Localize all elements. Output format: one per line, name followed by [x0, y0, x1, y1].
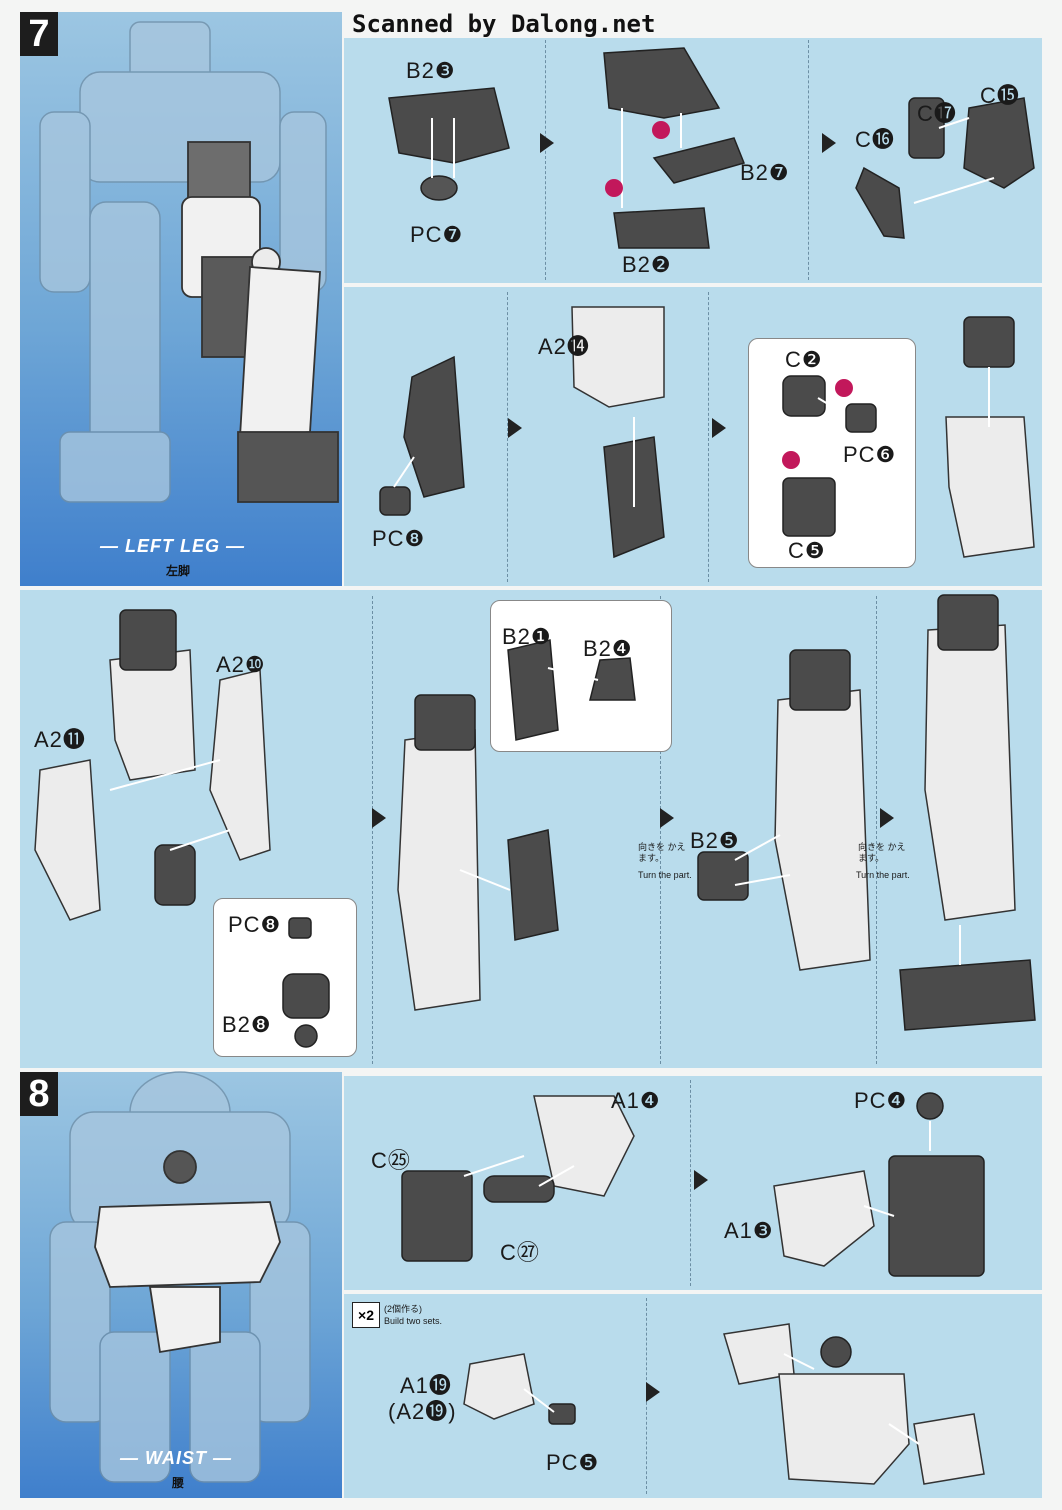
- build-note-en: Build two sets.: [384, 1316, 443, 1326]
- turn-note-jp-2: 向きを かえます。: [858, 842, 906, 863]
- step8-number: 8: [20, 1072, 58, 1116]
- label-c-17: C⓱: [917, 101, 957, 126]
- step7-leg-illustration: [39, 21, 339, 503]
- label-c-25: C㉕: [371, 1148, 411, 1173]
- label-pc-4: PC❹: [854, 1088, 908, 1113]
- label-c-5: C❺: [788, 538, 826, 563]
- label-c-27: C㉗: [500, 1240, 540, 1265]
- step-arrow: [508, 418, 522, 438]
- step8-row2-parts: [463, 1323, 985, 1485]
- step7-row2-callout-parts: [782, 375, 877, 537]
- label-c-2: C❷: [785, 347, 823, 372]
- label-b2-2: B2❷: [622, 252, 672, 277]
- label-pc-8-callout: PC❽: [228, 912, 282, 937]
- step7-row3-callout-mid-parts: [507, 639, 636, 741]
- step-arrow: [712, 418, 726, 438]
- step-arrow: [694, 1170, 708, 1190]
- label-c-16: C⓰: [855, 127, 895, 152]
- label-a2-14: A2⓮: [538, 334, 590, 359]
- step-arrow: [646, 1382, 660, 1402]
- label-b2-3: B2❸: [406, 58, 456, 83]
- step7-row1-parts: [388, 47, 1035, 249]
- label-b2-4: B2❹: [583, 636, 633, 661]
- step-arrow: [880, 808, 894, 828]
- step7-number: 7: [20, 12, 58, 56]
- step-arrow: [540, 133, 554, 153]
- build-note-jp: (2個作る): [384, 1304, 422, 1314]
- multiplier-badge: ×2: [352, 1302, 380, 1328]
- label-a2-11: A2⓫: [34, 727, 86, 752]
- step8-title-text: WAIST: [145, 1448, 208, 1468]
- step8-section-title-jp: 腰: [172, 1476, 185, 1490]
- step-arrow: [660, 808, 674, 828]
- label-c-15: C⓯: [980, 83, 1020, 108]
- label-b2-1: B2❶: [502, 624, 552, 649]
- label-pc-8: PC❽: [372, 526, 426, 551]
- step8-section-title: — WAIST —: [120, 1448, 233, 1468]
- label-b2-8: B2❽: [222, 1012, 272, 1037]
- step8-waist-illustration: [49, 1071, 311, 1483]
- label-pc-5: PC❺: [546, 1450, 600, 1475]
- label-pc-7: PC❼: [410, 222, 464, 247]
- step7-row3-parts: [34, 594, 1036, 1031]
- step7-section-title: — LEFT LEG —: [100, 536, 246, 556]
- turn-note-en-2: Turn the part.: [856, 870, 910, 880]
- step7-section-title-jp: 左脚: [166, 564, 191, 578]
- step-arrow: [372, 808, 386, 828]
- label-a1-4: A1❹: [611, 1088, 661, 1113]
- label-a2-10: A2❿: [216, 652, 266, 677]
- label-a1-19: A1⓳: [400, 1373, 452, 1398]
- step8-row1-parts: [401, 1092, 985, 1277]
- label-a1-3: A1❸: [724, 1218, 774, 1243]
- step-arrow: [822, 133, 836, 153]
- step7-row3-callout-left-parts: [282, 917, 330, 1048]
- scan-credit: Scanned by Dalong.net: [352, 10, 656, 38]
- turn-note-jp-1: 向きを かえます。: [638, 842, 686, 863]
- turn-note-en-1: Turn the part.: [638, 870, 692, 880]
- label-a2-19: (A2⓳): [388, 1399, 457, 1424]
- label-pc-6: PC❻: [843, 442, 897, 467]
- label-b2-5: B2❺: [690, 828, 740, 853]
- label-b2-7: B2❼: [740, 160, 790, 185]
- step7-title-text: LEFT LEG: [125, 536, 221, 556]
- step7-row2-parts: [379, 306, 1035, 559]
